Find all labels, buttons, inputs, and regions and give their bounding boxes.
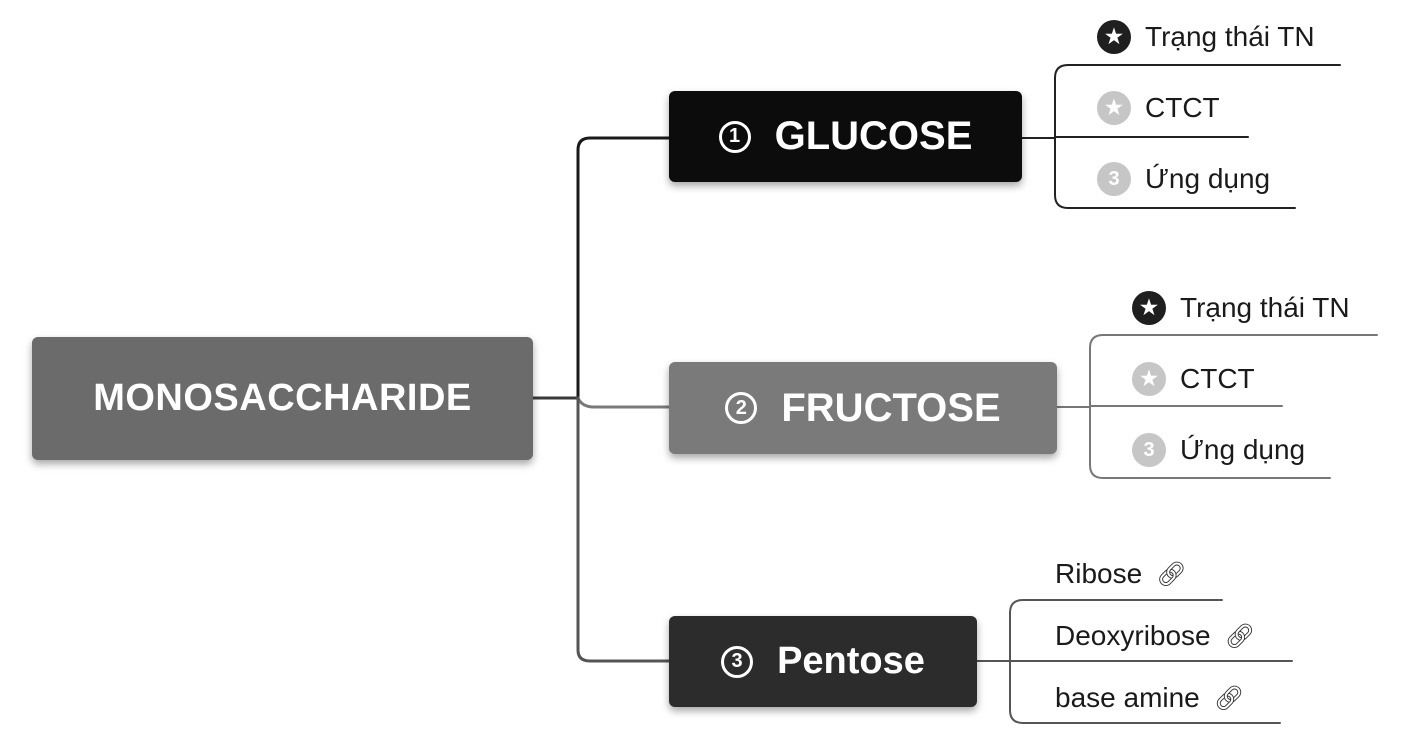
- leaf-pentose-ribose[interactable]: Ribose 🔗︎: [1055, 558, 1187, 590]
- branch-node-pentose[interactable]: 3 Pentose: [669, 616, 977, 707]
- leaf-glucose-ung-dung[interactable]: 3 Ứng dụng: [1097, 162, 1270, 196]
- leaf-fructose-ung-dung[interactable]: 3 Ứng dụng: [1132, 433, 1305, 467]
- branch-node-glucose[interactable]: 1 GLUCOSE: [669, 91, 1022, 182]
- link-icon[interactable]: 🔗︎: [1156, 560, 1187, 588]
- leaf-label: base amine: [1055, 682, 1200, 713]
- star-icon-light: ★: [1097, 91, 1131, 125]
- number-3-icon: 3: [1097, 162, 1131, 196]
- leaf-label: Trạng thái TN: [1180, 292, 1350, 323]
- leaf-pentose-deoxyribose[interactable]: Deoxyribose 🔗︎: [1055, 620, 1255, 652]
- branch-label: FRUCTOSE: [781, 385, 1001, 430]
- number-3-icon: 3: [1132, 433, 1166, 467]
- branch-number-badge: 3: [721, 645, 754, 678]
- branch-number-badge: 2: [725, 392, 758, 424]
- star-icon-light: ★: [1132, 362, 1166, 396]
- leaf-label: Trạng thái TN: [1145, 21, 1315, 52]
- leaf-label: Deoxyribose: [1055, 620, 1211, 651]
- leaf-label: CTCT: [1180, 363, 1255, 394]
- link-icon[interactable]: 🔗︎: [1224, 622, 1256, 650]
- connector-pentose: [576, 396, 671, 663]
- star-icon-filled: ★: [1097, 20, 1131, 54]
- leaf-label: Ribose: [1055, 558, 1143, 589]
- leaf-pentose-base-amine[interactable]: base amine 🔗︎: [1055, 682, 1244, 714]
- branch-node-fructose[interactable]: 2 FRUCTOSE: [669, 362, 1057, 454]
- star-icon-filled: ★: [1132, 291, 1166, 325]
- connector-fructose: [576, 396, 671, 409]
- leaf-fructose-ctct[interactable]: ★ CTCT: [1132, 362, 1255, 396]
- root-node[interactable]: MONOSACCHARIDE: [32, 337, 533, 460]
- leaf-label: Ứng dụng: [1145, 163, 1271, 194]
- leaf-label: Ứng dụng: [1180, 434, 1306, 465]
- leaf-glucose-trang-thai[interactable]: ★ Trạng thái TN: [1097, 20, 1315, 54]
- branch-number-badge: 1: [718, 120, 751, 153]
- branch-label: Pentose: [777, 640, 925, 682]
- connector-glucose: [576, 136, 671, 400]
- leaf-fructose-trang-thai[interactable]: ★ Trạng thái TN: [1132, 291, 1350, 325]
- branch-label: GLUCOSE: [774, 114, 973, 158]
- leaf-label: CTCT: [1145, 92, 1220, 123]
- root-label: MONOSACCHARIDE: [93, 377, 472, 419]
- link-icon[interactable]: 🔗︎: [1213, 684, 1245, 712]
- leaf-glucose-ctct[interactable]: ★ CTCT: [1097, 91, 1220, 125]
